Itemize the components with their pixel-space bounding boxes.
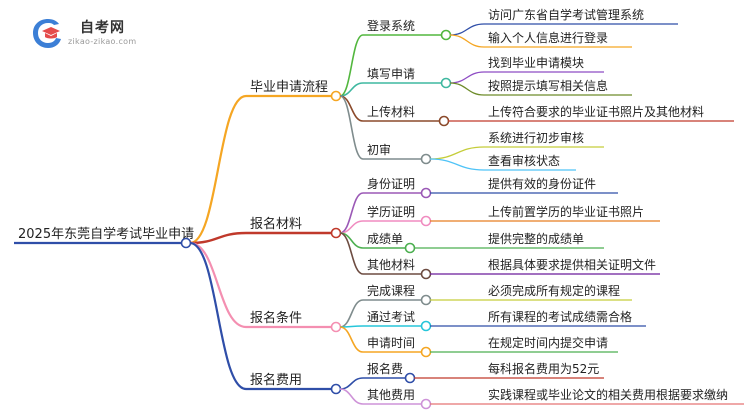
child-label: 学历证明: [367, 204, 415, 219]
branch-label: 报名条件: [250, 310, 302, 326]
logo-url: zikao-zikao.com: [68, 37, 137, 46]
child-connector: [339, 326, 364, 353]
leaf-label: 访问广东省自学考试管理系统: [488, 7, 644, 22]
leaf-label: 每科报名费用为52元: [488, 361, 599, 376]
child-node[interactable]: [404, 372, 416, 384]
child-node[interactable]: [420, 215, 432, 227]
child-node[interactable]: [420, 398, 432, 410]
branch-label: 报名材料: [250, 216, 302, 232]
child-label: 身份证明: [367, 176, 415, 191]
child-connector: [339, 299, 364, 328]
child-label: 登录系统: [367, 18, 415, 33]
child-connector: [339, 192, 364, 234]
child-label: 通过考试: [367, 309, 415, 324]
leaf-label: 找到毕业申请模块: [488, 56, 584, 70]
leaf-connector: [449, 71, 485, 84]
child-label: 其他费用: [367, 388, 415, 402]
child-connector: [339, 232, 364, 275]
branch-node[interactable]: [330, 227, 342, 239]
leaf-label: 提供完整的成绩单: [488, 231, 584, 246]
site-logo[interactable]: 自考网 zikao-zikao.com: [30, 16, 170, 50]
branch-node[interactable]: [330, 383, 342, 395]
leaf-label: 根据具体要求提供相关证明文件: [488, 257, 656, 272]
leaf-label: 上传符合要求的毕业证书照片及其他材料: [488, 104, 704, 119]
leaf-label: 所有课程的考试成绩需合格: [488, 309, 632, 324]
root-node[interactable]: [180, 237, 192, 249]
branch-connector: [189, 231, 247, 245]
leaf-label: 输入个人信息进行登录: [488, 30, 608, 45]
leaf-label: 按照提示填写相关信息: [488, 78, 608, 93]
child-label: 成绩单: [367, 232, 403, 246]
branch-connector: [189, 241, 247, 391]
leaf-connector: [449, 34, 485, 48]
leaf-label: 在规定时间内提交申请: [488, 335, 608, 350]
leaf-connector: [449, 82, 485, 96]
branch-label: 毕业申请流程: [250, 80, 328, 95]
branch-node[interactable]: [330, 321, 342, 333]
leaf-label: 上传前置学历的毕业证书照片: [488, 204, 644, 219]
child-node[interactable]: [438, 115, 450, 127]
leaf-connector: [429, 146, 485, 160]
branch-connector: [189, 241, 247, 329]
root-label: 2025年东莞自学考试毕业申请: [18, 226, 194, 242]
branch-label: 报名费用: [250, 372, 302, 388]
leaf-label: 提供有效的身份证件: [488, 176, 596, 191]
child-label: 其他材料: [367, 258, 415, 272]
branch-node[interactable]: [330, 90, 342, 102]
child-connector: [339, 95, 364, 160]
branch-connector: [189, 94, 247, 245]
child-label: 初审: [367, 142, 391, 157]
leaf-label: 系统进行初步审核: [488, 130, 584, 145]
child-node[interactable]: [420, 153, 432, 165]
leaf-label: 查看审核状态: [488, 153, 560, 168]
child-label: 填写申请: [367, 67, 415, 81]
child-label: 完成课程: [367, 283, 415, 298]
child-node[interactable]: [420, 346, 432, 358]
child-node[interactable]: [420, 320, 432, 332]
child-node[interactable]: [440, 29, 452, 41]
child-connector: [339, 34, 364, 97]
leaf-connector: [429, 158, 485, 171]
child-node[interactable]: [420, 268, 432, 280]
child-node[interactable]: [420, 294, 432, 306]
leaf-label: 实践课程或毕业论文的相关费用根据要求缴纳: [488, 387, 728, 402]
child-node[interactable]: [420, 187, 432, 199]
leaf-label: 必须完成所有规定的课程: [488, 283, 620, 298]
child-label: 申请时间: [367, 336, 415, 350]
child-connector: [339, 377, 364, 390]
child-connector: [339, 95, 364, 122]
child-label: 上传材料: [367, 104, 415, 119]
child-label: 报名费: [367, 361, 403, 376]
child-connector: [339, 388, 364, 405]
leaf-connector: [449, 23, 485, 36]
child-node[interactable]: [404, 242, 416, 254]
child-node[interactable]: [440, 77, 452, 89]
logo-title: 自考网: [80, 20, 125, 36]
graduation-cap-icon: [33, 19, 61, 48]
